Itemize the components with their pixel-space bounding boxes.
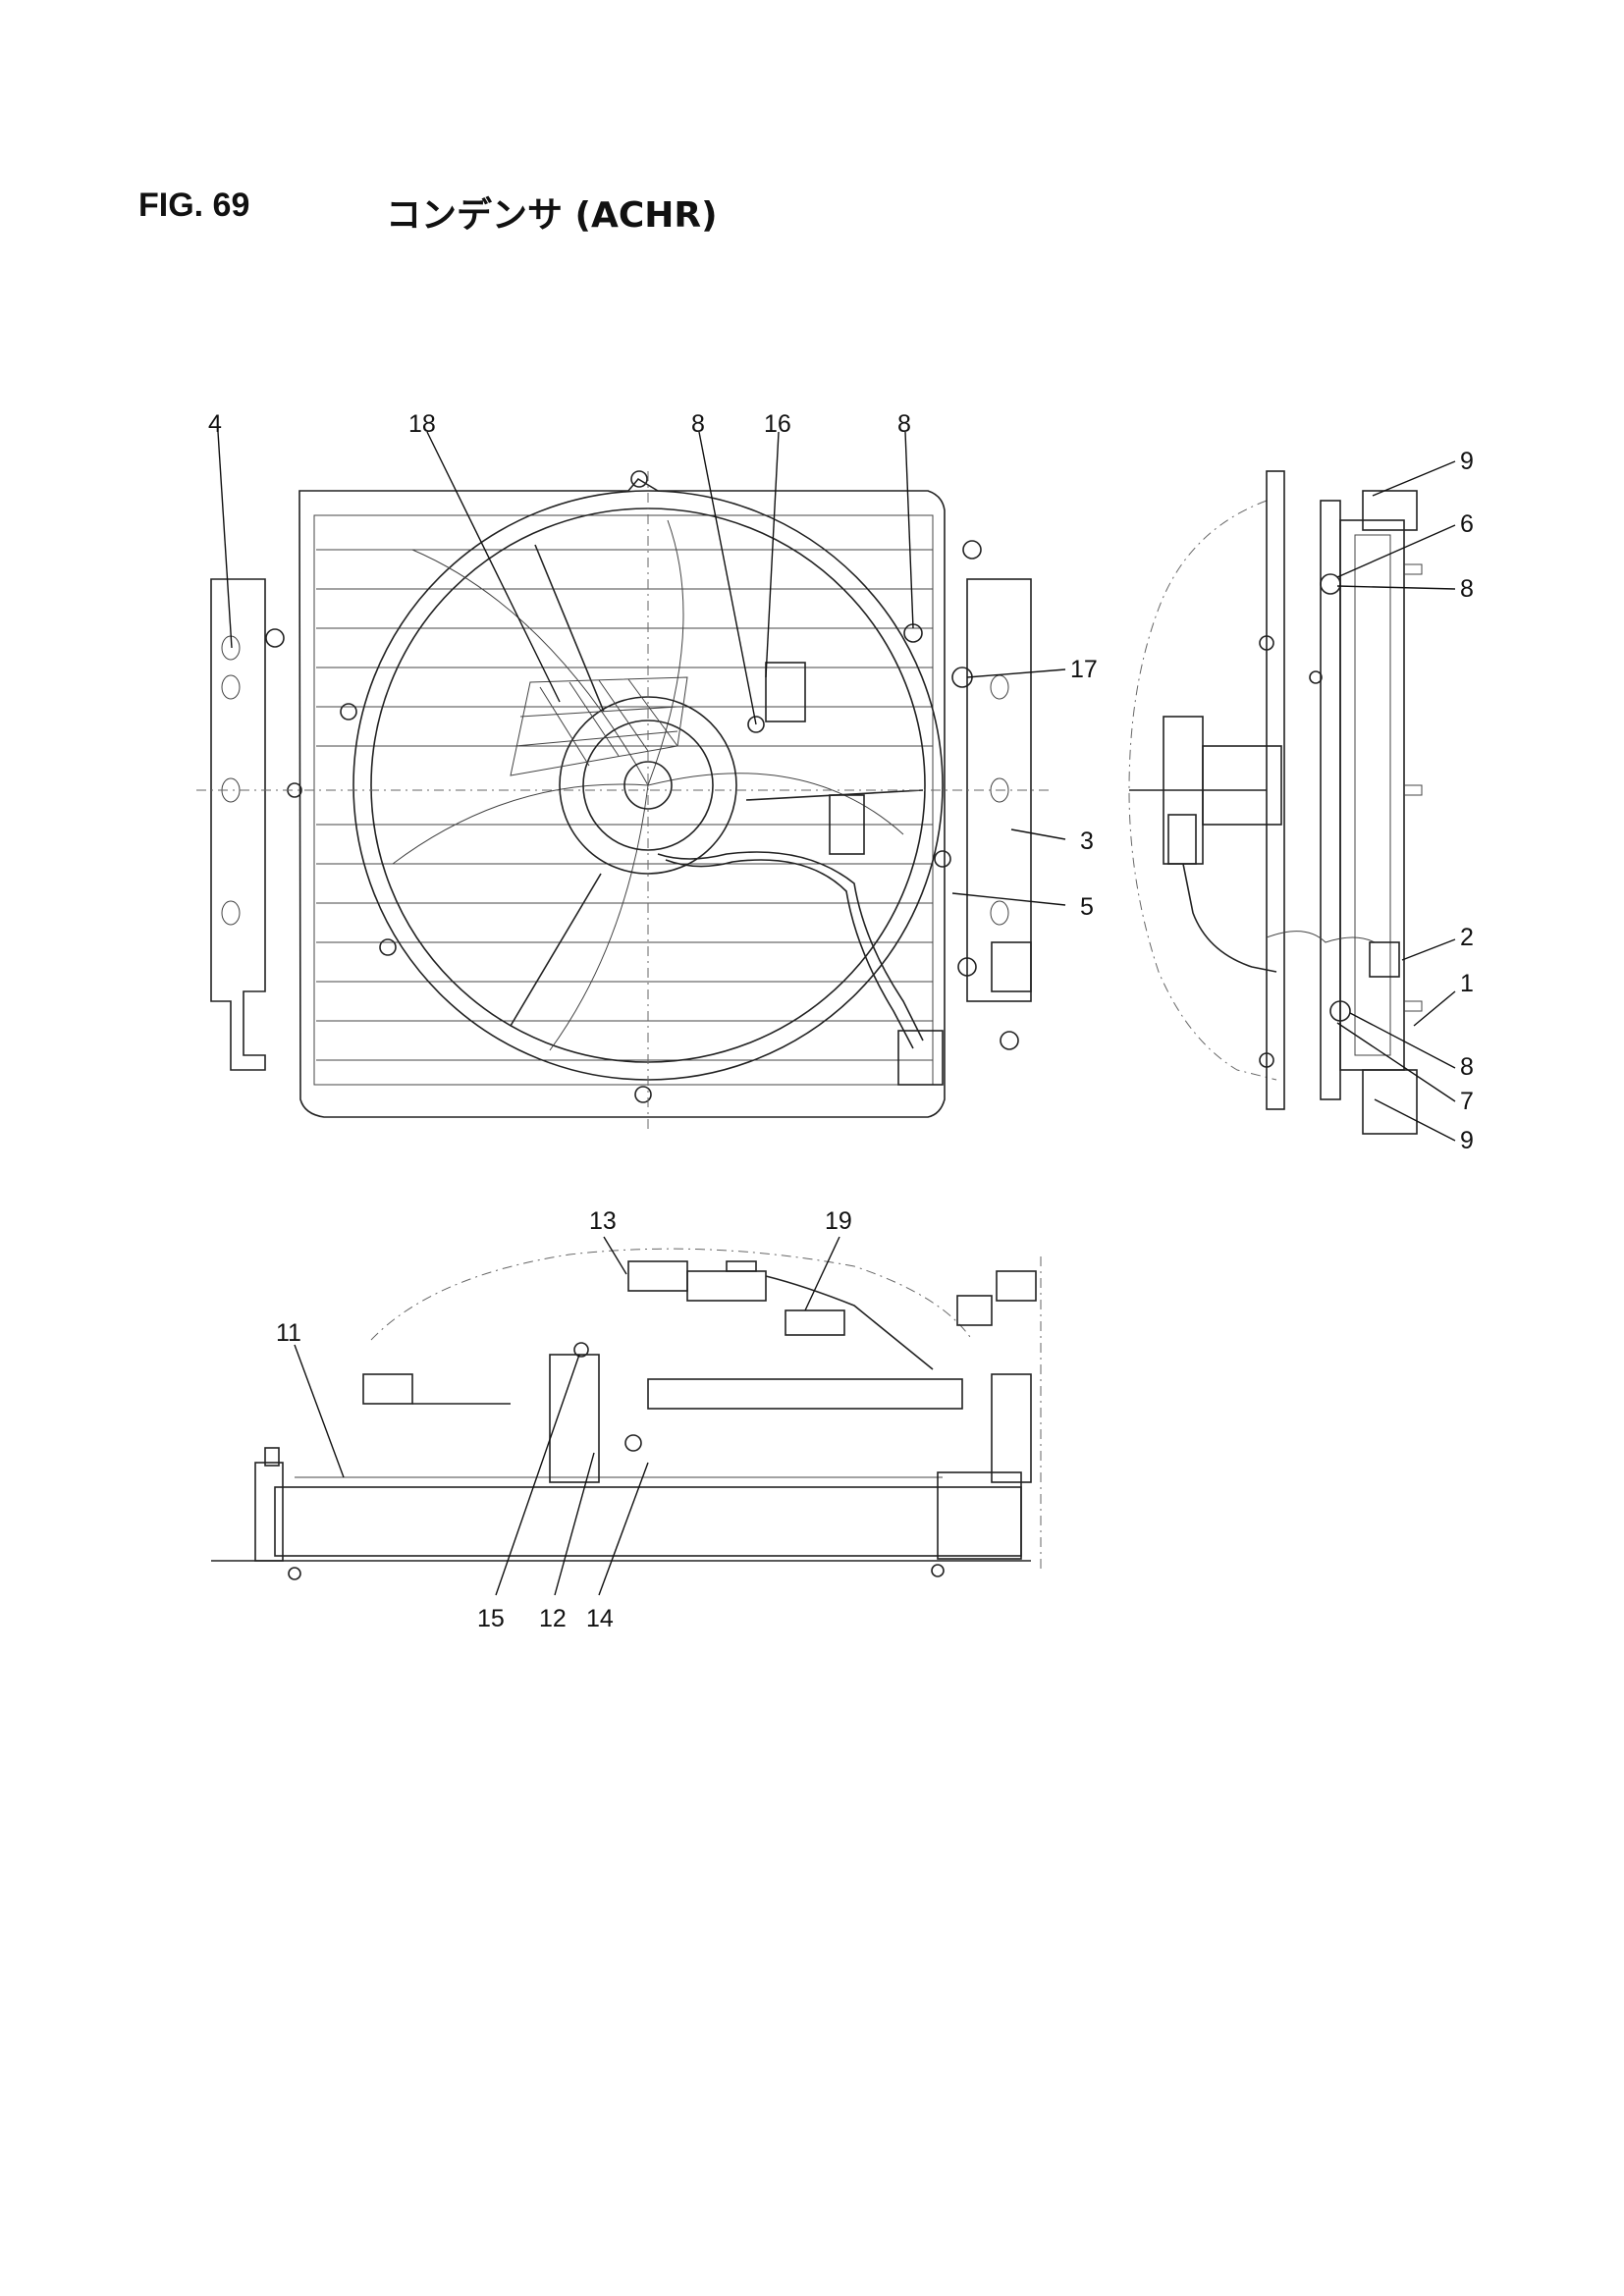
callout: 18 <box>408 410 436 438</box>
figure-title: コンデンサ (ACHR) <box>386 195 718 236</box>
bottom-leaders <box>294 1236 840 1596</box>
front-leaders <box>217 431 1066 906</box>
side-callouts: 9 6 8 2 1 8 7 9 <box>1460 448 1474 1154</box>
bottom-callouts: 11 13 19 15 12 14 <box>276 1207 852 1632</box>
figure-number: FIG. 69 <box>138 187 250 224</box>
callout: 9 <box>1460 448 1474 475</box>
callout: 11 <box>276 1319 301 1347</box>
callout: 2 <box>1460 924 1474 951</box>
callout: 8 <box>691 410 705 438</box>
callout: 9 <box>1460 1127 1474 1154</box>
callout: 7 <box>1460 1088 1474 1115</box>
callout: 6 <box>1460 510 1474 538</box>
callout: 8 <box>897 410 911 438</box>
callout: 17 <box>1070 656 1098 683</box>
callout: 19 <box>825 1207 852 1235</box>
side-leaders <box>1336 460 1456 1142</box>
callout: 4 <box>208 410 222 438</box>
callout: 1 <box>1460 970 1474 997</box>
bottom-view <box>211 1248 1042 1580</box>
front-callouts: 4 18 8 16 8 17 3 5 <box>208 410 1098 921</box>
front-view <box>196 470 1051 1129</box>
callout: 12 <box>539 1605 567 1632</box>
callout: 14 <box>586 1605 614 1632</box>
callout: 15 <box>477 1605 505 1632</box>
callout: 13 <box>589 1207 617 1235</box>
callout: 5 <box>1080 893 1094 921</box>
side-view <box>1128 470 1423 1135</box>
callout: 8 <box>1460 1053 1474 1081</box>
callout: 8 <box>1460 575 1474 603</box>
callout: 16 <box>764 410 791 438</box>
callout: 3 <box>1080 828 1094 855</box>
